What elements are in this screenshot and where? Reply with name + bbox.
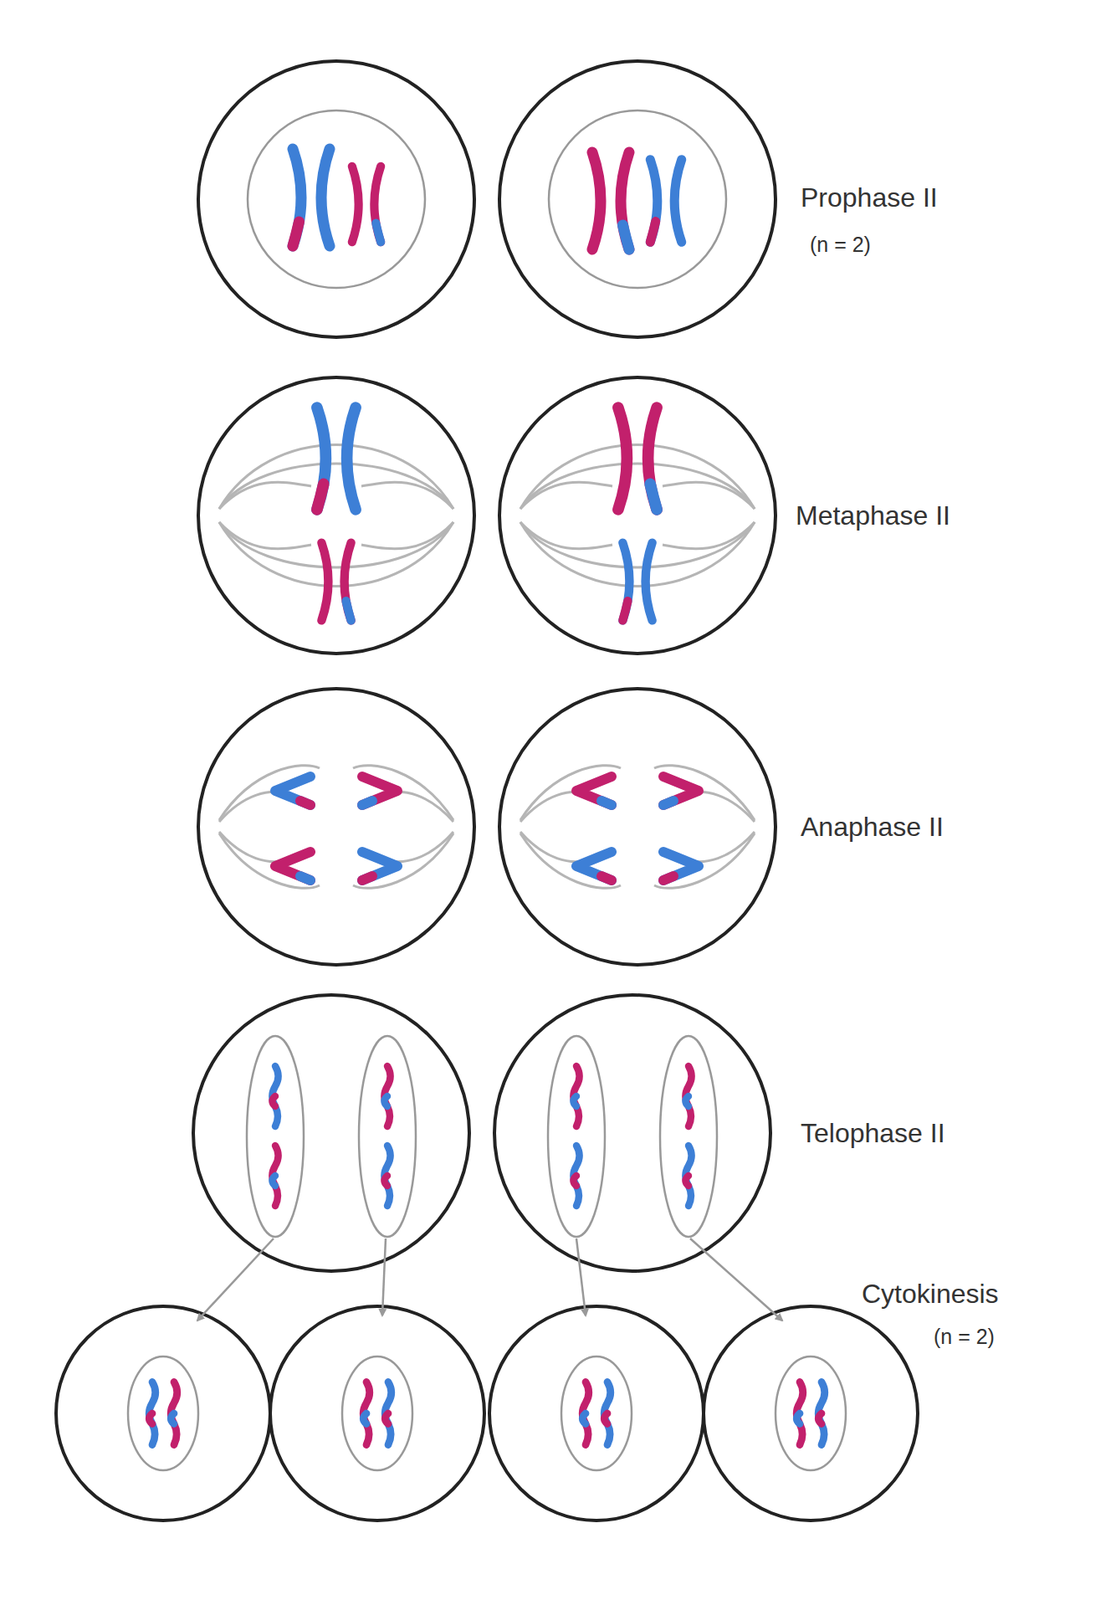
stage-label: Telophase II xyxy=(800,1117,946,1149)
stage-label: Metaphase II xyxy=(795,500,951,532)
stage-label: Prophase II xyxy=(800,182,938,214)
stage-label: Anaphase II xyxy=(800,811,944,843)
ploidy-label: (n = 2) xyxy=(809,232,871,257)
stage-label: Cytokinesis xyxy=(861,1278,999,1310)
ploidy-label: (n = 2) xyxy=(933,1324,995,1349)
